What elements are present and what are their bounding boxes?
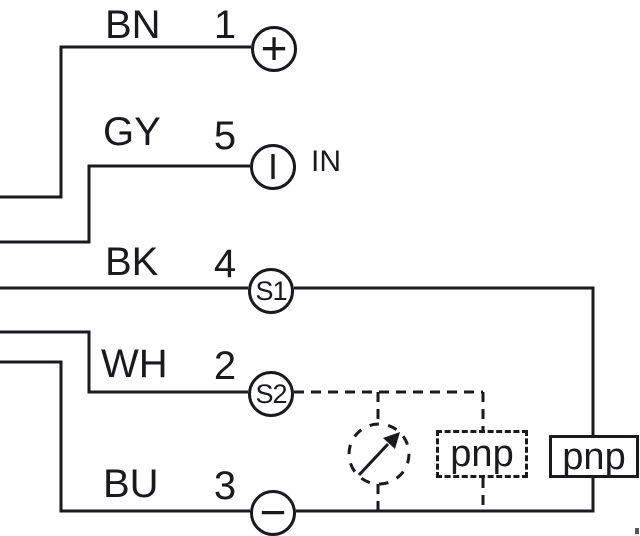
wire-bu bbox=[0, 360, 250, 513]
terminal-s1-icon: S1 bbox=[248, 268, 294, 314]
meter-needle-arrowhead-icon bbox=[383, 432, 400, 449]
scan-artifact bbox=[635, 528, 639, 534]
s1-symbol: S1 bbox=[255, 275, 287, 306]
wire-label-bu: BU bbox=[103, 462, 159, 506]
pnp-output-box-solid: pnp bbox=[549, 435, 639, 478]
current-symbol: I bbox=[267, 146, 278, 187]
terminal-current-input-icon: I bbox=[250, 144, 296, 190]
pin-number-3: 3 bbox=[213, 464, 237, 508]
plus-symbol: + bbox=[260, 21, 288, 74]
minus-symbol: − bbox=[259, 485, 287, 536]
pin-number-4: 4 bbox=[213, 242, 237, 286]
pin-number-5: 5 bbox=[213, 114, 237, 158]
wire-gy bbox=[0, 164, 250, 244]
pnp-output-box-dashed: pnp bbox=[436, 430, 528, 478]
wire-label-gy: GY bbox=[103, 110, 161, 154]
wire-wh bbox=[0, 330, 248, 394]
terminal-plus-icon: + bbox=[251, 21, 297, 74]
wire-label-wh: WH bbox=[101, 342, 168, 386]
s2-symbol: S2 bbox=[255, 378, 287, 409]
pin-number-1: 1 bbox=[213, 3, 237, 47]
wire-label-bk: BK bbox=[105, 240, 159, 284]
terminal-s2-icon: S2 bbox=[248, 371, 294, 417]
pnp-label-dashed: pnp bbox=[450, 433, 514, 475]
wire-bu-return bbox=[296, 477, 595, 513]
wire-bn bbox=[0, 45, 251, 199]
pnp-label-solid: pnp bbox=[562, 435, 626, 478]
pin-number-2: 2 bbox=[213, 344, 237, 388]
wire-bk-right bbox=[294, 286, 595, 435]
input-annotation: IN bbox=[311, 145, 341, 178]
wire-label-bn: BN bbox=[105, 3, 161, 47]
terminal-minus-icon: − bbox=[250, 485, 296, 536]
meter-needle-icon bbox=[357, 442, 390, 477]
